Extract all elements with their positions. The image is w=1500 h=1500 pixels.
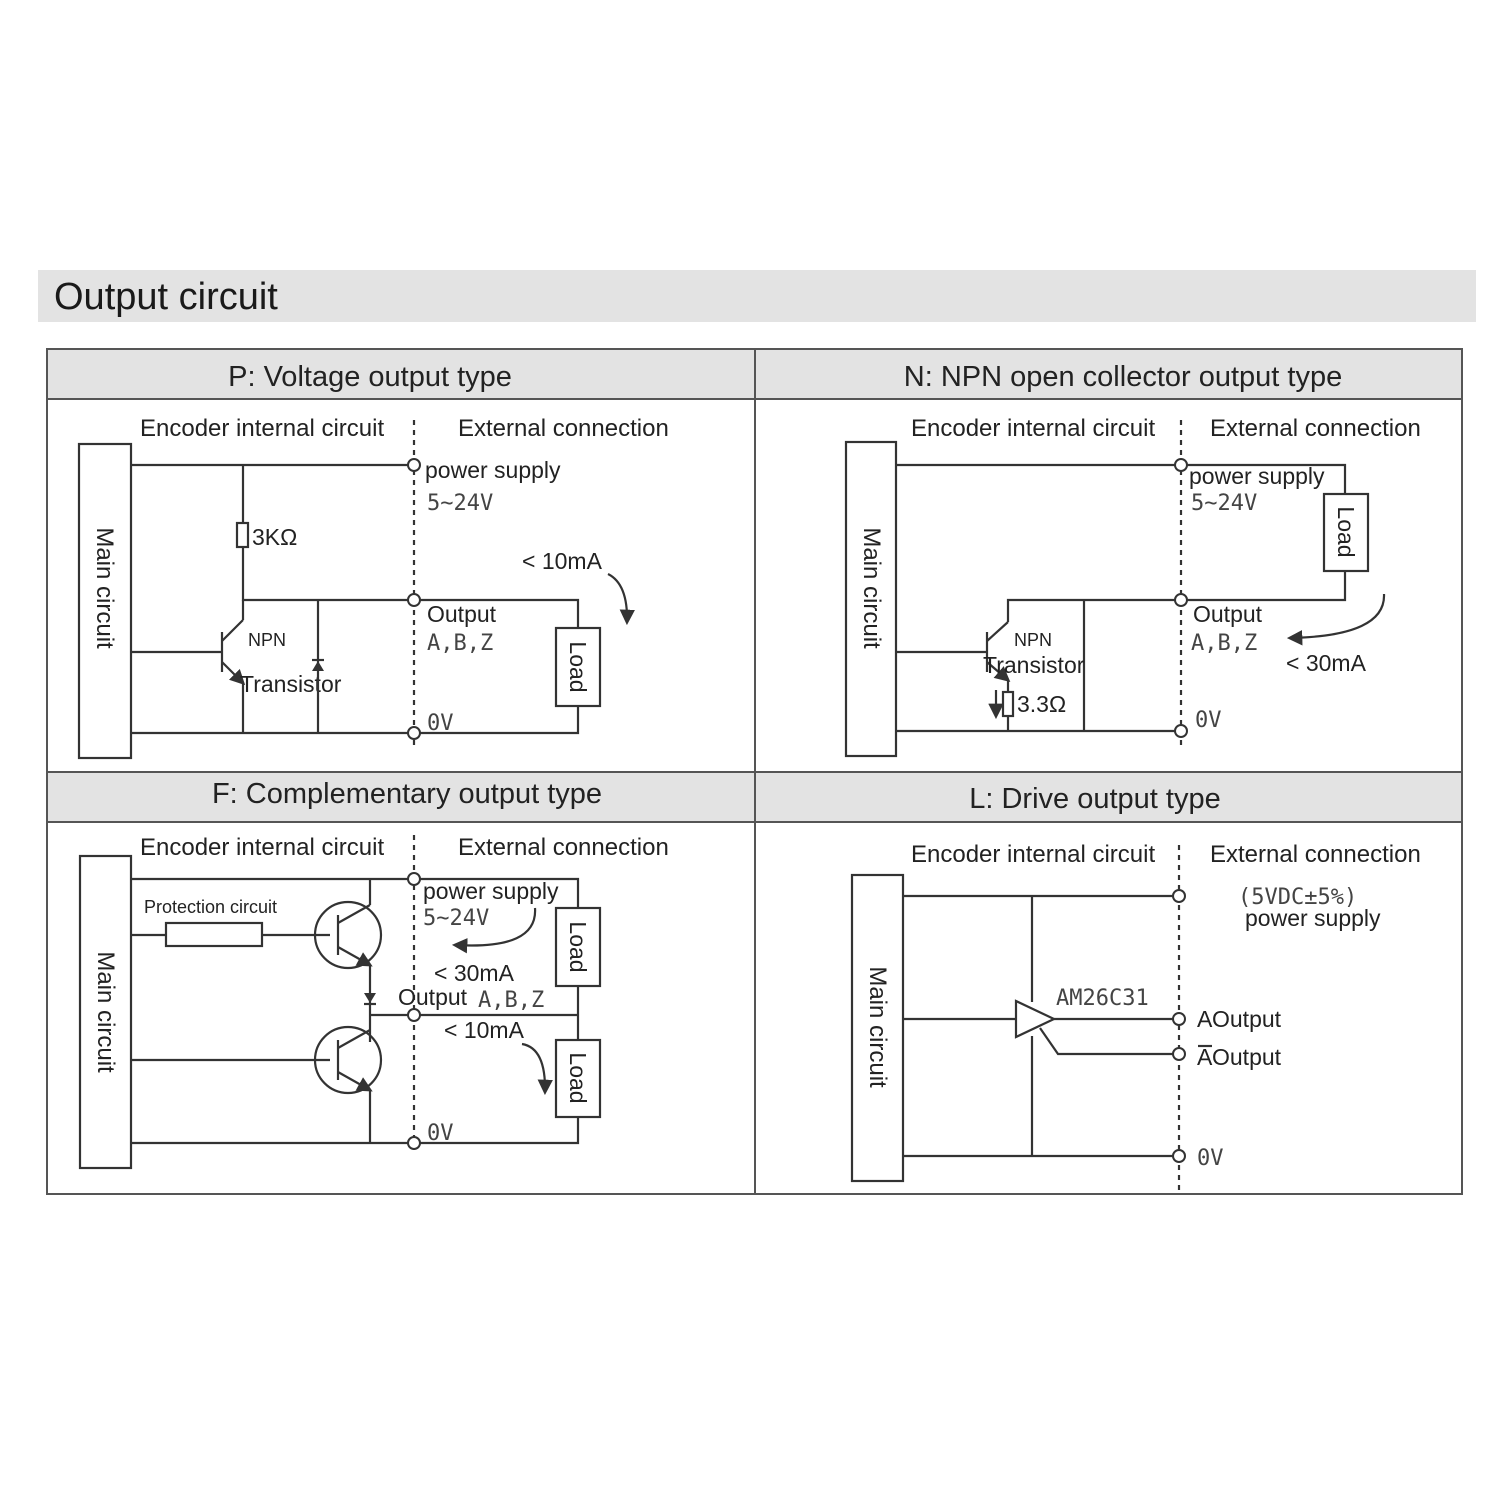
label-external-connection: External connection: [458, 415, 669, 442]
power-supply-label: power supply: [1245, 905, 1381, 931]
terminal-output: [1174, 593, 1188, 607]
npn-label: NPN: [1014, 630, 1052, 650]
abz-label: A,B,Z: [1191, 631, 1257, 656]
npn-label: NPN: [248, 630, 286, 650]
voltage-range-label: 5~24V: [427, 491, 493, 516]
page-title: Output circuit: [54, 276, 278, 318]
zero-v-label: 0V: [1195, 708, 1222, 733]
current-high-label: < 30mA: [434, 960, 515, 986]
panel-title-l: L: Drive output type: [969, 783, 1220, 815]
output-a-word: Output: [1212, 1006, 1282, 1032]
main-circuit-block: [844, 440, 898, 758]
panel-voltage-output: P: Voltage output type Encoder internal …: [77, 361, 669, 760]
terminal-power: [407, 458, 421, 472]
panel-drive-output: L: Drive output type Encoder internal ci…: [850, 783, 1421, 1190]
terminal-power: [407, 872, 421, 886]
supply-spec-label: (5VDC±5%): [1238, 885, 1357, 910]
main-circuit-block: [78, 854, 133, 1170]
main-circuit-label: Main circuit: [91, 527, 118, 649]
current-label: < 30mA: [1286, 650, 1367, 676]
panel-title-f: F: Complementary output type: [212, 778, 602, 810]
terminal-output: [407, 593, 421, 607]
protection-resistor: [164, 921, 264, 948]
main-circuit-label: Main circuit: [92, 951, 119, 1073]
label-internal-circuit: Encoder internal circuit: [140, 415, 384, 442]
main-circuit-block: [77, 442, 133, 760]
label-external-connection: External connection: [1210, 841, 1421, 868]
label-internal-circuit: Encoder internal circuit: [140, 834, 384, 861]
panel-npn-open-collector: N: NPN open collector output type Encode…: [844, 361, 1421, 758]
transistor-lower: [313, 1025, 383, 1095]
load-label: Load: [565, 921, 591, 972]
current-arrow: [607, 573, 636, 626]
power-supply-label: power supply: [1189, 463, 1325, 489]
output-a-letter: A: [1197, 1006, 1213, 1032]
panel-grid: [46, 348, 1463, 1195]
current-label: < 10mA: [522, 548, 603, 574]
main-circuit-label: Main circuit: [864, 966, 891, 1088]
current-arrow-up: [451, 907, 537, 954]
header-band: Output circuit: [38, 270, 1476, 322]
protection-circuit-label: Protection circuit: [144, 897, 277, 917]
load-box-upper: [554, 906, 602, 988]
zero-v-label: 0V: [427, 711, 454, 736]
terminal-output-a-bar: [1172, 1047, 1186, 1061]
resistor-3k: [235, 521, 250, 549]
terminal-power: [1172, 889, 1186, 903]
transistor-label: Transistor: [240, 671, 342, 697]
load-box-lower: [554, 1038, 602, 1119]
ic-label: AM26C31: [1056, 986, 1149, 1011]
zero-v-label: 0V: [427, 1121, 454, 1146]
label-internal-circuit: Encoder internal circuit: [911, 415, 1155, 442]
main-circuit-label: Main circuit: [858, 527, 885, 649]
label-external-connection: External connection: [1210, 415, 1421, 442]
terminal-output: [407, 1008, 421, 1022]
terminal-output-a: [1172, 1012, 1186, 1026]
resistor-3-3-label: 3.3Ω: [1017, 691, 1066, 717]
terminal-0v: [1172, 1149, 1186, 1163]
line-driver-icon: [1014, 999, 1057, 1039]
output-label: Output: [1193, 601, 1263, 627]
transistor-label: Transistor: [983, 652, 1085, 678]
load-box: [1322, 492, 1370, 573]
output-a-bar-letter: A: [1197, 1044, 1213, 1070]
panel-title-n: N: NPN open collector output type: [904, 361, 1342, 393]
resistor-3k-label: 3KΩ: [252, 524, 297, 550]
voltage-range-label: 5~24V: [1191, 491, 1257, 516]
load-label: Load: [1333, 506, 1359, 557]
power-supply-label: power supply: [423, 878, 559, 904]
terminal-0v: [407, 1136, 421, 1150]
panel-title-p: P: Voltage output type: [228, 361, 512, 393]
zero-v-label: 0V: [1197, 1146, 1224, 1171]
label-internal-circuit: Encoder internal circuit: [911, 841, 1155, 868]
main-circuit-block: [850, 873, 905, 1183]
output-label: Output: [427, 601, 497, 627]
output-a-bar-word: Output: [1212, 1044, 1282, 1070]
terminal-0v: [1174, 724, 1188, 738]
output-label: Output: [398, 984, 468, 1010]
terminal-0v: [407, 726, 421, 740]
transistor-upper: [313, 900, 383, 970]
resistor-3-3: [1001, 690, 1015, 718]
panel-complementary-output: F: Complementary output type Encoder int…: [78, 778, 669, 1170]
current-low-label: < 10mA: [444, 1017, 525, 1043]
load-label: Load: [565, 1052, 591, 1103]
diode-icon: [312, 661, 324, 671]
abz-label: A,B,Z: [427, 631, 493, 656]
power-supply-label: power supply: [425, 457, 561, 483]
abz-label: A,B,Z: [478, 988, 544, 1013]
current-arrow: [1286, 593, 1386, 646]
voltage-range-label: 5~24V: [423, 906, 489, 931]
load-label: Load: [565, 641, 591, 692]
label-external-connection: External connection: [458, 834, 669, 861]
terminal-power: [1174, 458, 1188, 472]
diode-icon: [364, 993, 376, 1003]
current-arrow-down: [521, 1042, 553, 1096]
load-box: [554, 626, 602, 708]
